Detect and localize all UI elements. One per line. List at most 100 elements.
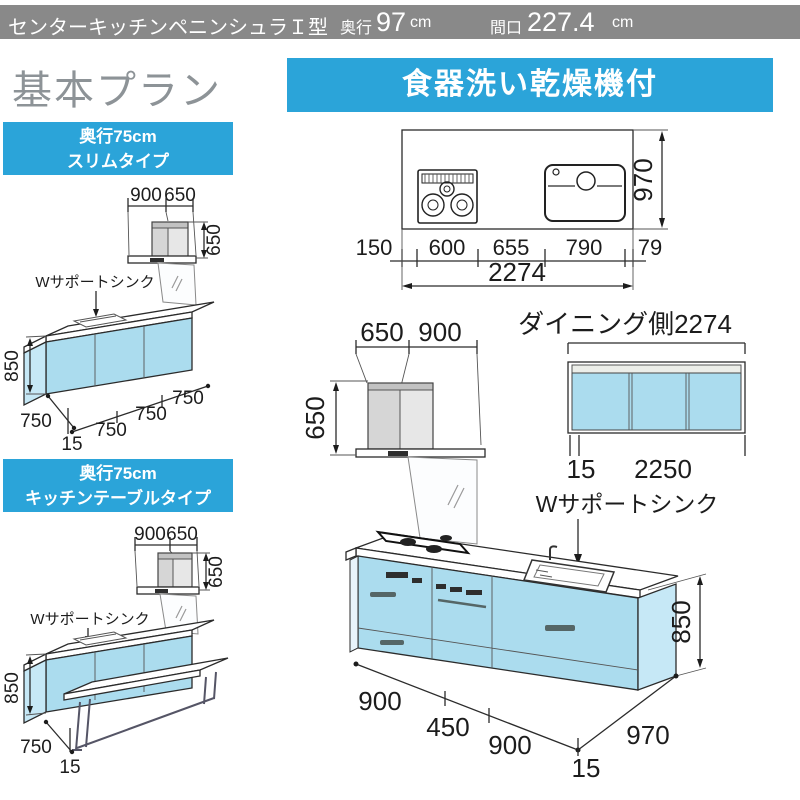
dim-slim-toe: 15	[61, 408, 83, 455]
dim-plan-seg4: 790	[566, 235, 603, 260]
sink-label-main: Wサポートシンク	[536, 491, 719, 517]
dim-iso-seg2: 450	[426, 712, 469, 742]
dim-hood-left: 650	[360, 317, 403, 347]
dim-table-hood-left: 900	[134, 524, 166, 545]
sink-iso	[522, 545, 616, 593]
sink-label-table: Wサポートシンク	[30, 611, 149, 628]
dim-table-depth-label: 750	[20, 737, 52, 758]
dim-slim-height: 850	[2, 335, 47, 395]
dim-slim-depth-label: 750	[20, 411, 52, 432]
dim-plan-total: 2274	[401, 229, 634, 290]
product-header-bar: センターキッチンペニンシュラＩ型 奥行 97 cm 間口 227.4 cm	[0, 5, 800, 39]
dim-iso-toe-label: 15	[572, 753, 601, 783]
hood-shelf	[127, 255, 197, 264]
dim-slim-section1: 750	[95, 420, 127, 441]
dim-plan-depth-label: 970	[628, 158, 658, 201]
width-value: 227.4	[527, 7, 595, 37]
dim-iso-toe: 15	[572, 738, 601, 783]
sink-topview	[72, 631, 128, 646]
sink-label-slim: Wサポートシンク	[35, 274, 154, 291]
sink-pointer-arrow	[574, 519, 582, 565]
dim-slim-toe-label: 15	[61, 434, 82, 455]
dim-iso-height-label: 850	[666, 600, 696, 643]
depth-label: 奥行	[340, 20, 373, 37]
dim-slim-hood-right: 650	[164, 185, 196, 206]
dim-plan-total-label: 2274	[488, 257, 546, 287]
variant-slim-type: スリムタイプ	[67, 152, 169, 171]
variant-table-type: キッチンテーブルタイプ	[25, 489, 211, 508]
dim-slim-section3: 750	[172, 388, 204, 409]
kitchen-table	[63, 657, 229, 751]
dim-table-height-label: 850	[2, 672, 23, 704]
dim-table-hood-right: 650	[166, 524, 198, 545]
dim-table-toe: 15	[59, 728, 81, 778]
width-label: 間口	[490, 20, 523, 37]
sink-topview	[544, 164, 626, 222]
dim-hood-height-label: 650	[300, 396, 330, 439]
dim-plan-depth: 970	[628, 129, 668, 230]
width-unit: cm	[612, 14, 634, 31]
dim-plan-segments: 150 600 655 790 79	[356, 235, 662, 267]
dim-iso-sections: 900 450 900	[353, 661, 581, 760]
dim-slim-hood-height: 650	[188, 221, 225, 259]
variant-table-depth: 奥行75cm	[79, 464, 157, 483]
dim-table-toe-label: 15	[59, 757, 80, 778]
dishwasher-buttons	[436, 584, 446, 589]
dim-table-hood-height: 650	[192, 552, 227, 591]
dim-table-height: 850	[2, 653, 47, 716]
main-plan-diagram: 970 150 600 655 790 79 2274 650	[300, 129, 746, 783]
dim-dining-width: 2250	[634, 454, 692, 484]
dishwasher-handle	[437, 598, 487, 609]
depth-unit: cm	[410, 14, 432, 31]
dim-slim-depth: 750	[20, 393, 77, 432]
feature-banner: 食器洗い乾燥機付	[287, 58, 773, 112]
product-title: センターキッチンペニンシュラＩ型	[8, 17, 328, 39]
dim-slim-height-label: 850	[2, 350, 23, 382]
main-unit-iso	[345, 530, 679, 691]
dim-plan-seg1: 150	[356, 235, 393, 260]
dim-plan-seg5: 79	[638, 235, 662, 260]
dim-slim-hood-left: 900	[130, 185, 162, 206]
plan-view: 970 150 600 655 790 79 2274	[356, 129, 668, 290]
dim-lines-slim-top	[127, 198, 197, 256]
hood-shelf	[136, 586, 200, 595]
diagram-slim-type: 900 650 650 Wサポートシ	[2, 185, 225, 455]
section-heading: 基本プラン	[12, 69, 222, 113]
variant-slim-depth: 奥行75cm	[79, 127, 157, 146]
variant-banner-kitchen-table: 奥行75cm キッチンテーブルタイプ	[3, 459, 233, 512]
glass-panel	[157, 262, 197, 306]
dim-slim-hood-height-label: 650	[204, 224, 225, 256]
faucet	[549, 545, 558, 560]
sink-pointer-arrow	[93, 291, 99, 317]
dim-iso-height: 850	[647, 573, 707, 677]
range-hood	[157, 552, 193, 588]
range-hood	[367, 382, 434, 450]
dim-iso-depth-label: 970	[626, 720, 669, 750]
dim-plan-seg2: 600	[429, 235, 466, 260]
variant-banner-slim: 奥行75cm スリムタイプ	[3, 122, 233, 175]
depth-value: 97	[376, 7, 407, 37]
dim-table-depth: 750	[20, 719, 75, 758]
dim-table-hood-height-label: 650	[206, 556, 227, 588]
dim-hood-right: 900	[418, 317, 461, 347]
cooktop-iso	[375, 530, 471, 555]
hood-elevation: 650 900 650	[300, 317, 486, 545]
dim-plan-seg3: 655	[493, 235, 530, 260]
diagram-kitchen-table-type: 900 650 650 Wサポートシンク	[2, 524, 229, 778]
cooktop-topview	[417, 169, 478, 224]
drawer-handle	[370, 592, 396, 597]
dim-iso-seg3: 900	[488, 730, 531, 760]
dim-iso-depth: 970	[577, 673, 679, 751]
dim-lines-table-top	[134, 537, 200, 587]
glass-panel	[407, 456, 478, 545]
dim-slim-section2: 750	[135, 404, 167, 425]
dining-side-title: ダイニング側2274	[518, 309, 732, 339]
hood-shelf	[355, 448, 486, 458]
oven-control-slot	[386, 572, 408, 578]
sink-topview	[72, 313, 128, 328]
dim-iso-seg1: 900	[358, 686, 401, 716]
range-hood	[151, 221, 189, 259]
dining-side-elevation: ダイニング側2274 15 2250 Wサポートシンク	[518, 309, 746, 565]
dim-slim-sections: 750 750 750	[69, 383, 211, 441]
